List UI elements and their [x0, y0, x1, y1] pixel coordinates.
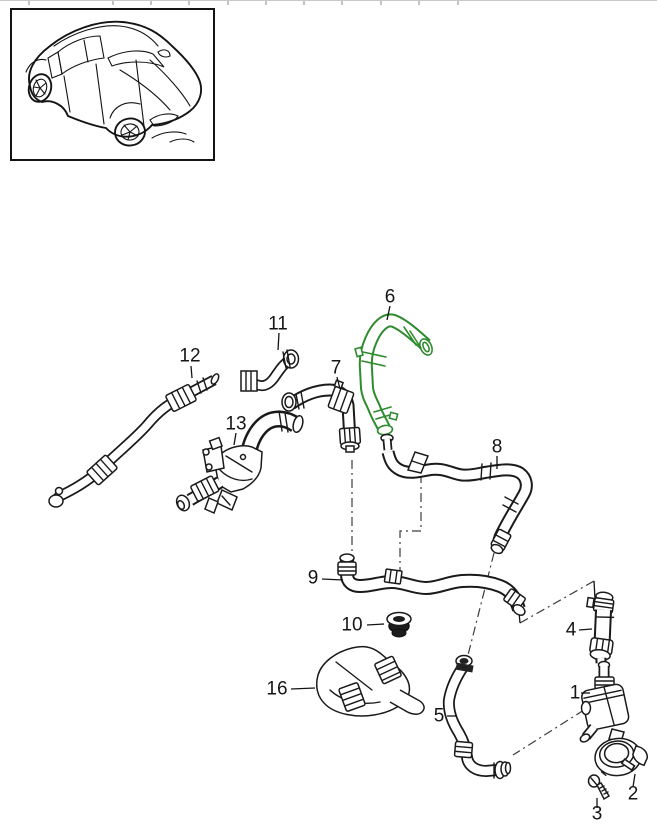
- part-11-hose[interactable]: [240, 349, 300, 392]
- part-13-label[interactable]: 13: [225, 413, 247, 435]
- part-5-hose[interactable]: [442, 654, 512, 780]
- part-3-label[interactable]: 3: [591, 803, 603, 825]
- part-9-hose[interactable]: [337, 553, 527, 617]
- part-6-hose-highlighted[interactable]: [354, 313, 435, 451]
- part-8-label[interactable]: 8: [491, 436, 503, 458]
- part-2-mounting-ring[interactable]: [593, 736, 649, 778]
- part-3-screw[interactable]: [587, 774, 611, 801]
- part-13-thermostat-housing[interactable]: [174, 410, 304, 515]
- part-1-water-pump[interactable]: [579, 660, 630, 744]
- part-2-label[interactable]: 2: [627, 783, 639, 805]
- part-1-label[interactable]: 1: [569, 682, 581, 704]
- part-11-label[interactable]: 11: [268, 313, 288, 335]
- callout-leader-lines: [190, 305, 636, 808]
- part-16-bracket[interactable]: [315, 645, 425, 717]
- part-7-label[interactable]: 7: [330, 357, 342, 379]
- part-8-hose[interactable]: [381, 450, 533, 555]
- part-12-hose[interactable]: [48, 373, 220, 508]
- part-12-label[interactable]: 12: [179, 345, 201, 367]
- part-16-label[interactable]: 16: [266, 678, 288, 700]
- part-4-label[interactable]: 4: [565, 619, 577, 641]
- part-10-label[interactable]: 10: [341, 614, 363, 636]
- part-6-label[interactable]: 6: [384, 286, 396, 308]
- part-9-label[interactable]: 9: [307, 567, 319, 589]
- vehicle-thumbnail-box: [10, 8, 215, 161]
- table-edge-artifact: [0, 0, 657, 6]
- car-line-drawing-icon: [25, 20, 203, 147]
- part-10-grommet[interactable]: [386, 611, 412, 638]
- part-5-label[interactable]: 5: [433, 705, 445, 727]
- part-7-hose[interactable]: [281, 379, 362, 453]
- part-4-connector[interactable]: [579, 590, 620, 664]
